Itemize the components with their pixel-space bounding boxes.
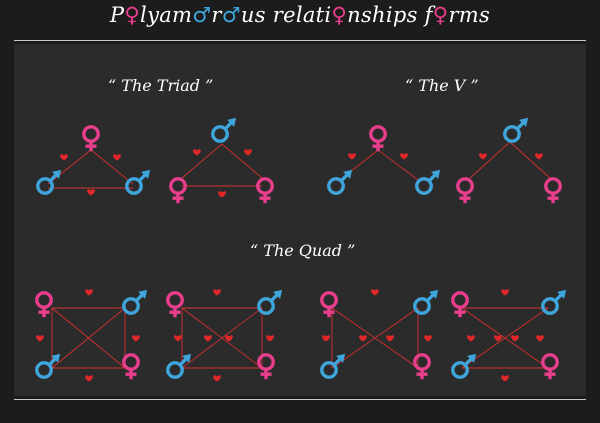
heart-icon xyxy=(244,149,252,156)
title-part: P xyxy=(109,3,125,27)
heart-icon xyxy=(60,154,68,161)
heart-icon xyxy=(467,335,475,342)
gender-symbols xyxy=(35,117,567,380)
heart-icon xyxy=(113,154,121,161)
male-symbol-icon xyxy=(211,117,237,143)
female-symbol-icon xyxy=(456,177,474,204)
heart-icon xyxy=(535,153,543,160)
bottom-divider xyxy=(14,399,586,400)
heart-icon xyxy=(36,335,44,342)
heart-icon xyxy=(400,153,408,160)
heart-icon xyxy=(386,335,394,342)
female-symbol-icon xyxy=(541,353,559,380)
relationship-line xyxy=(181,307,263,369)
relationship-line xyxy=(509,141,551,179)
male-symbol-icon xyxy=(257,289,283,315)
female-symbol-icon: ♀ xyxy=(432,3,449,27)
female-symbol-icon xyxy=(35,291,53,318)
relationship-line xyxy=(181,143,223,179)
relationship-line xyxy=(461,307,549,369)
male-symbol-icon xyxy=(503,117,529,143)
section-label-triad: “ The Triad ” xyxy=(108,76,214,95)
female-symbol-icon xyxy=(369,125,387,152)
heart-icon xyxy=(85,289,93,296)
heart-icon xyxy=(174,335,182,342)
heart-icon xyxy=(213,375,221,382)
male-symbol-icon xyxy=(125,169,151,195)
female-symbol-icon xyxy=(413,353,431,380)
heart-icon xyxy=(501,375,509,382)
male-symbol-icon: ♂ xyxy=(221,3,241,27)
female-symbol-icon xyxy=(451,291,469,318)
title-part: lyam xyxy=(140,3,193,27)
section-label-v: “ The V ” xyxy=(405,76,479,95)
heart-icon xyxy=(193,149,201,156)
heart-icon xyxy=(424,335,432,342)
male-symbol-icon xyxy=(122,289,148,315)
page-title: P♀lyam♂r♂us relati♀nships f♀rms xyxy=(0,3,600,27)
heart-icon xyxy=(225,335,233,342)
female-symbol-icon xyxy=(166,291,184,318)
title-part: nships f xyxy=(347,3,433,27)
heart-icon xyxy=(132,335,140,342)
heart-icon xyxy=(213,289,221,296)
heart-icon xyxy=(266,335,274,342)
heart-icon xyxy=(494,335,502,342)
connection-lines xyxy=(47,141,551,369)
heart-icon xyxy=(536,335,544,342)
relationship-line xyxy=(331,307,419,369)
female-symbol-icon xyxy=(122,353,140,380)
female-symbol-icon xyxy=(257,353,275,380)
male-symbol-icon xyxy=(541,289,567,315)
female-symbol-icon: ♀ xyxy=(331,3,348,27)
heart-icon xyxy=(218,191,226,198)
female-symbol-icon xyxy=(82,125,100,152)
female-symbol-icon xyxy=(256,177,274,204)
female-symbol-icon xyxy=(320,291,338,318)
hearts xyxy=(36,149,544,382)
female-symbol-icon: ♀ xyxy=(124,3,141,27)
heart-icon xyxy=(479,153,487,160)
male-symbol-icon xyxy=(36,169,62,195)
female-symbol-icon xyxy=(544,177,562,204)
heart-icon xyxy=(501,289,509,296)
title-part: us relati xyxy=(240,3,332,27)
heart-icon xyxy=(359,335,367,342)
heart-icon xyxy=(204,335,212,342)
relationship-line xyxy=(221,143,263,179)
male-symbol-icon xyxy=(451,353,477,379)
male-symbol-icon xyxy=(166,353,192,379)
heart-icon xyxy=(322,335,330,342)
heart-icon xyxy=(511,335,519,342)
relationship-line xyxy=(469,141,511,179)
title-part: r xyxy=(211,3,222,27)
section-label-quad: “ The Quad ” xyxy=(250,241,356,260)
male-symbol-icon xyxy=(320,353,346,379)
male-symbol-icon xyxy=(327,169,353,195)
female-symbol-icon xyxy=(169,177,187,204)
heart-icon xyxy=(371,289,379,296)
top-divider xyxy=(14,40,586,41)
relationship-line xyxy=(90,149,134,185)
title-part: rms xyxy=(448,3,491,27)
male-symbol-icon xyxy=(413,289,439,315)
relationship-line xyxy=(51,307,126,369)
heart-icon xyxy=(85,375,93,382)
male-symbol-icon xyxy=(35,353,61,379)
male-symbol-icon xyxy=(415,169,441,195)
diagram-panel xyxy=(14,44,586,396)
relationship-line xyxy=(47,149,92,185)
relationship-line xyxy=(377,149,419,181)
heart-icon xyxy=(87,189,95,196)
male-symbol-icon: ♂ xyxy=(192,3,212,27)
heart-icon xyxy=(348,153,356,160)
